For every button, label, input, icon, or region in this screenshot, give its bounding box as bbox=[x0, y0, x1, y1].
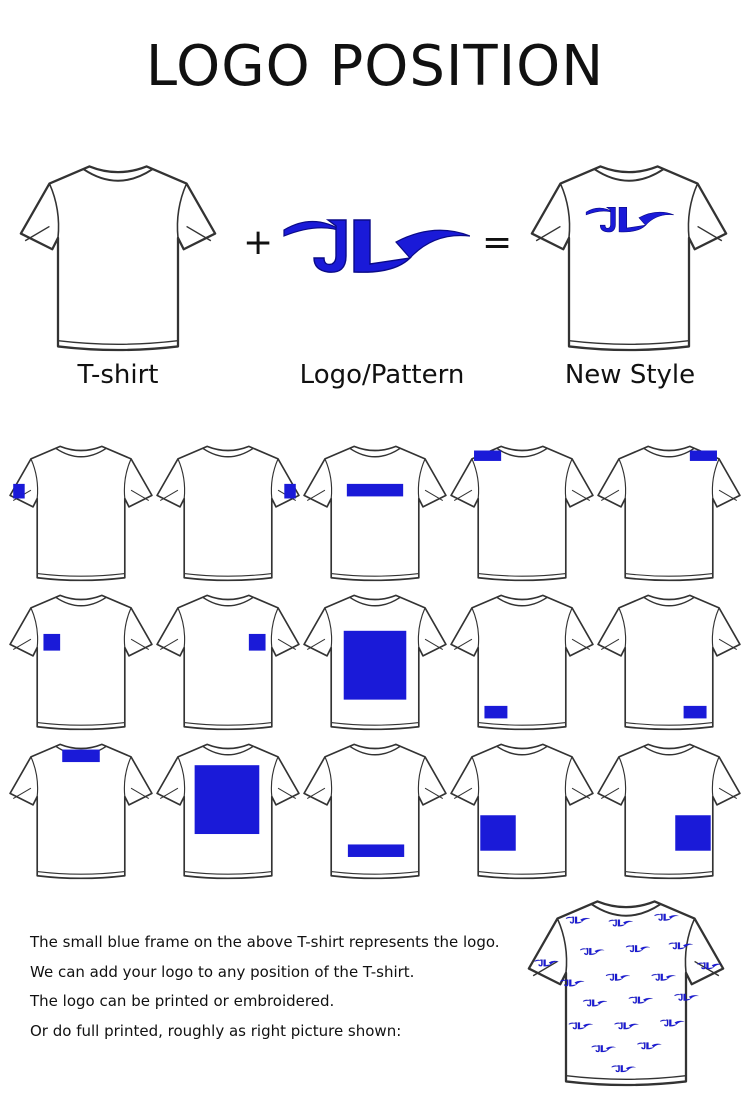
placement-shirt-left-chest bbox=[9, 594, 153, 731]
placement-shirt-back-center-large bbox=[156, 743, 300, 880]
jl-mark bbox=[568, 1022, 593, 1030]
jl-mark bbox=[668, 942, 693, 950]
jl-mark bbox=[660, 1019, 685, 1027]
logo-frame bbox=[474, 450, 502, 461]
placement-shirt-lower-right-large bbox=[597, 743, 741, 880]
jl-mark bbox=[585, 207, 674, 233]
plain-tshirt bbox=[19, 165, 217, 352]
jl-mark bbox=[583, 999, 608, 1007]
logo-frame bbox=[62, 749, 100, 763]
jl-mark bbox=[565, 916, 590, 924]
jl-mark bbox=[651, 973, 676, 981]
jl-mark bbox=[608, 919, 633, 927]
jl-mark bbox=[560, 979, 585, 987]
jl-mark bbox=[625, 945, 650, 953]
jl-mark bbox=[637, 1042, 662, 1050]
note-line: The small blue frame on the above T-shir… bbox=[30, 933, 500, 951]
jl-mark bbox=[591, 1045, 616, 1053]
jl-mark bbox=[654, 913, 679, 921]
jl-mark bbox=[534, 959, 559, 967]
jl-mark bbox=[605, 973, 630, 981]
note-line: Or do full printed, roughly as right pic… bbox=[30, 1021, 402, 1040]
logo-frame bbox=[284, 483, 296, 499]
logo-frame bbox=[13, 483, 25, 499]
placement-shirt-left-shoulder bbox=[597, 445, 741, 582]
note-line: We can add your logo to any position of … bbox=[30, 962, 415, 981]
jl-mark bbox=[674, 993, 699, 1001]
logo-frame bbox=[43, 633, 61, 651]
jl-mark bbox=[580, 948, 605, 955]
placement-shirt-right-sleeve bbox=[9, 445, 153, 582]
placement-shirt-lower-left-large bbox=[450, 743, 594, 880]
plus-sign: + bbox=[243, 222, 274, 263]
jl-mark bbox=[628, 996, 653, 1004]
logo-frame bbox=[347, 844, 405, 857]
placement-shirt-right-shoulder bbox=[450, 445, 594, 582]
tshirt-caption: T-shirt bbox=[77, 360, 159, 390]
jl-logo-pattern bbox=[283, 219, 470, 273]
new-style-caption: New Style bbox=[564, 360, 696, 390]
logo-frame bbox=[343, 630, 407, 700]
jl-mark bbox=[611, 1065, 636, 1073]
placement-shirt-upper-back-bar bbox=[9, 743, 153, 880]
note-line: The logo can be printed or embroidered. bbox=[30, 992, 335, 1010]
logo-frame bbox=[480, 815, 516, 851]
placement-shirt-bottom-left-hem bbox=[450, 594, 594, 731]
placement-shirt-bottom-right-hem bbox=[597, 594, 741, 731]
logo-frame bbox=[194, 765, 260, 835]
placement-shirt-chest-center-bar bbox=[303, 445, 447, 582]
placement-shirt-front-center-large bbox=[303, 594, 447, 731]
jl-mark bbox=[283, 219, 470, 273]
placement-shirt-bottom-center-bar bbox=[303, 743, 447, 880]
logo-frame bbox=[675, 815, 711, 851]
logo-frame bbox=[689, 450, 717, 461]
logo-frame bbox=[683, 705, 707, 719]
placement-shirt-right-chest bbox=[156, 594, 300, 731]
logo-frame bbox=[484, 705, 508, 719]
logo-caption: Logo/Pattern bbox=[299, 360, 465, 390]
page-title: LOGO POSITION bbox=[145, 34, 605, 99]
full-print-tshirt bbox=[527, 900, 725, 1087]
logo-frame bbox=[346, 483, 404, 497]
equals-sign: = bbox=[482, 222, 513, 263]
logo-frame bbox=[248, 633, 266, 651]
notes: The small blue frame on the above T-shir… bbox=[30, 928, 500, 1046]
jl-mark bbox=[697, 962, 722, 970]
new-style-tshirt bbox=[530, 165, 728, 352]
placement-shirt-left-sleeve bbox=[156, 445, 300, 582]
jl-mark bbox=[614, 1022, 639, 1030]
